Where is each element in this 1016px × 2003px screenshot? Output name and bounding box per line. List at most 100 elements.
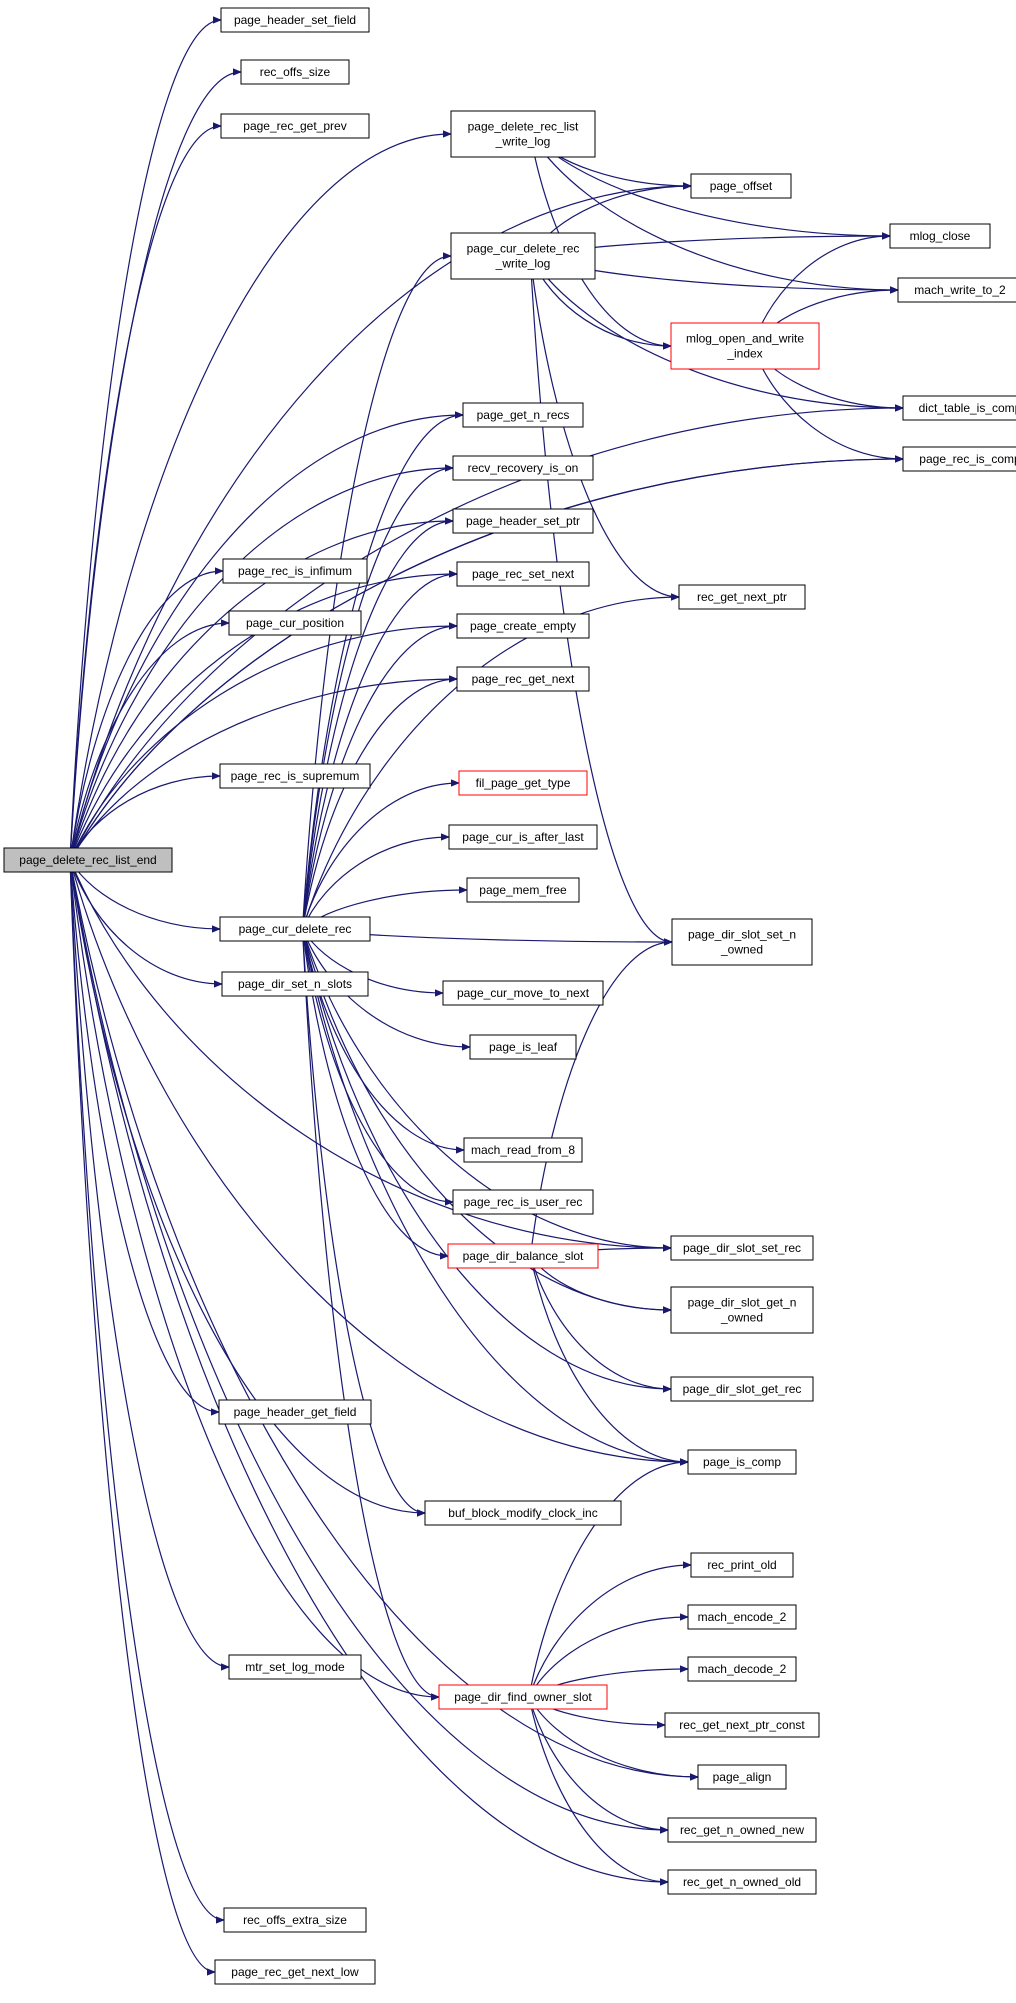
function-node-n22[interactable]: fil_page_get_type — [458, 770, 588, 796]
node-box — [458, 770, 588, 796]
call-edge-n43-to-n47 — [528, 1696, 668, 1882]
call-edge-n25-to-n14 — [301, 521, 454, 930]
node-box — [902, 446, 1016, 472]
node-label: mlog_close — [910, 229, 971, 243]
node-box — [438, 1684, 608, 1710]
function-node-n41[interactable]: mtr_set_log_mode — [228, 1654, 362, 1680]
function-node-n6[interactable]: mlog_close — [889, 223, 991, 249]
node-box — [678, 584, 806, 610]
function-node-n44[interactable]: rec_get_next_ptr_const — [664, 1712, 820, 1738]
function-node-n32[interactable]: page_dir_balance_slot — [447, 1243, 599, 1269]
function-node-n23[interactable]: page_cur_is_after_last — [448, 824, 598, 850]
function-node-n14[interactable]: page_header_set_ptr — [452, 508, 594, 534]
node-label: _write_log — [495, 257, 551, 271]
function-node-n47[interactable]: rec_get_n_owned_old — [667, 1869, 817, 1895]
call-edge-n32-to-n35 — [529, 1255, 672, 1389]
function-node-n7[interactable]: page_cur_delete_rec_write_log — [450, 232, 596, 280]
function-node-n25[interactable]: page_cur_delete_rec — [219, 916, 371, 942]
function-node-n4[interactable]: page_delete_rec_list_write_log — [450, 110, 596, 158]
call-edge-n32-to-n26 — [529, 942, 673, 1257]
call-edge-root-to-n12 — [69, 459, 903, 861]
node-label: page_header_get_field — [234, 1405, 357, 1419]
node-box — [240, 59, 350, 85]
node-box — [456, 561, 590, 587]
function-node-n39[interactable]: rec_print_old — [690, 1552, 794, 1578]
function-node-root[interactable]: page_delete_rec_list_end — [3, 847, 173, 873]
call-edge-root-to-n10 — [69, 408, 903, 861]
node-label: _owned — [720, 943, 763, 957]
function-node-n10[interactable]: dict_table_is_comp — [902, 395, 1016, 421]
call-edge-n32-to-n37 — [529, 1255, 689, 1462]
node-box — [687, 1656, 797, 1682]
node-label: page_rec_is_comp — [919, 452, 1016, 466]
node-label: _index — [726, 347, 762, 361]
function-node-n1[interactable]: page_header_set_field — [220, 7, 370, 33]
function-node-n17[interactable]: rec_get_next_ptr — [678, 584, 806, 610]
function-node-n43[interactable]: page_dir_find_owner_slot — [438, 1684, 608, 1710]
node-box — [219, 916, 371, 942]
node-box — [902, 395, 1016, 421]
function-node-n19[interactable]: page_create_empty — [456, 613, 590, 639]
node-label: page_is_leaf — [489, 1040, 558, 1054]
function-node-n26[interactable]: page_dir_slot_set_n_owned — [671, 918, 813, 966]
function-node-n49[interactable]: page_rec_get_next_low — [214, 1959, 376, 1985]
function-node-n18[interactable]: page_cur_position — [228, 610, 362, 636]
call-edge-n4-to-n8 — [529, 133, 898, 290]
function-node-n38[interactable]: buf_block_modify_clock_inc — [424, 1500, 622, 1526]
function-node-n29[interactable]: page_is_leaf — [469, 1034, 577, 1060]
call-edge-root-to-n1 — [69, 20, 221, 861]
function-node-n2[interactable]: rec_offs_size — [240, 59, 350, 85]
function-node-n30[interactable]: mach_read_from_8 — [463, 1137, 583, 1163]
call-edge-root-to-n20 — [69, 679, 457, 861]
function-node-n45[interactable]: page_align — [697, 1764, 787, 1790]
node-label: page_header_set_ptr — [466, 514, 580, 528]
node-box — [3, 847, 173, 873]
function-node-n24[interactable]: page_mem_free — [466, 877, 580, 903]
function-node-n5[interactable]: page_offset — [690, 173, 792, 199]
function-node-n42[interactable]: mach_decode_2 — [687, 1656, 797, 1682]
call-edge-n43-to-n46 — [528, 1696, 668, 1830]
call-edge-n25-to-n13 — [301, 468, 454, 930]
function-node-n20[interactable]: page_rec_get_next — [456, 666, 590, 692]
function-node-n13[interactable]: recv_recovery_is_on — [452, 455, 594, 481]
call-edge-n43-to-n40 — [528, 1617, 688, 1698]
node-label: page_cur_move_to_next — [457, 986, 590, 1000]
node-label: mach_write_to_2 — [914, 283, 1006, 297]
function-node-n9[interactable]: mlog_open_and_write_index — [670, 322, 820, 370]
function-node-n36[interactable]: page_header_get_field — [218, 1399, 372, 1425]
node-label: _write_log — [495, 135, 551, 149]
function-node-n33[interactable]: page_dir_slot_set_rec — [670, 1235, 814, 1261]
call-edge-n25-to-n19 — [301, 626, 458, 930]
node-label: page_rec_set_next — [472, 567, 575, 581]
function-node-n28[interactable]: page_cur_move_to_next — [442, 980, 604, 1006]
function-node-n8[interactable]: mach_write_to_2 — [897, 277, 1016, 303]
node-box — [456, 613, 590, 639]
node-label: page_rec_get_next — [472, 672, 575, 686]
node-label: page_rec_is_user_rec — [464, 1195, 583, 1209]
function-node-n3[interactable]: page_rec_get_prev — [220, 113, 370, 139]
node-label: page_delete_rec_list_end — [19, 853, 156, 867]
function-node-n31[interactable]: page_rec_is_user_rec — [452, 1189, 594, 1215]
node-box — [466, 877, 580, 903]
function-node-n40[interactable]: mach_encode_2 — [687, 1604, 797, 1630]
function-node-n48[interactable]: rec_offs_extra_size — [223, 1907, 367, 1933]
node-label: page_header_set_field — [234, 13, 356, 27]
function-node-n37[interactable]: page_is_comp — [687, 1449, 797, 1475]
function-node-n12[interactable]: page_rec_is_comp — [902, 446, 1016, 472]
node-box — [447, 1243, 599, 1269]
node-label: rec_get_n_owned_old — [683, 1875, 801, 1889]
call-edge-n25-to-n29 — [301, 928, 471, 1047]
node-box — [228, 610, 362, 636]
function-node-n16[interactable]: page_rec_set_next — [456, 561, 590, 587]
node-label: page_delete_rec_list — [468, 120, 579, 134]
function-node-n35[interactable]: page_dir_slot_get_rec — [670, 1376, 814, 1402]
call-edge-root-to-n48 — [69, 859, 224, 1920]
function-node-n21[interactable]: page_rec_is_supremum — [219, 763, 371, 789]
function-node-n11[interactable]: page_get_n_recs — [462, 402, 584, 428]
function-node-n34[interactable]: page_dir_slot_get_n_owned — [670, 1286, 814, 1334]
call-edge-n43-to-n39 — [528, 1565, 691, 1698]
call-edge-n25-to-n16 — [301, 574, 458, 930]
function-node-n46[interactable]: rec_get_n_owned_new — [667, 1817, 817, 1843]
function-node-n27[interactable]: page_dir_set_n_slots — [221, 971, 369, 997]
function-node-n15[interactable]: page_rec_is_infimum — [222, 558, 368, 584]
